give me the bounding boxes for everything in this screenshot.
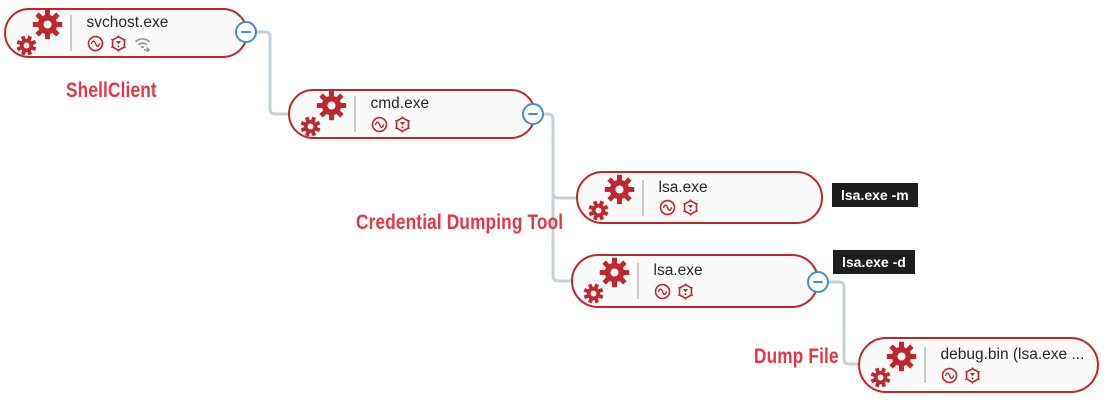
malware-hexagon-icon <box>394 115 410 133</box>
process-name: svchost.exe <box>86 14 169 31</box>
process-gears-icon <box>870 341 918 388</box>
collapse-button-cmd[interactable] <box>522 103 544 125</box>
malware-hexagon-icon <box>110 34 126 52</box>
node-divider <box>354 96 356 132</box>
node-divider <box>637 263 639 299</box>
gear-icon <box>32 9 63 40</box>
gear-icon <box>316 90 347 121</box>
gear-icon <box>604 174 635 204</box>
collapse-button-svchost[interactable] <box>235 21 257 43</box>
process-gears-icon <box>16 9 64 56</box>
commandline-badge-lsa-m: lsa.exe -m <box>832 183 918 207</box>
gear-icon <box>886 341 917 372</box>
process-name: cmd.exe <box>370 95 430 112</box>
annotation-credential-dumping-tool: Credential Dumping Tool <box>356 211 564 234</box>
edge-cmd-lsa-d <box>551 194 573 283</box>
process-name: lsa.exe <box>658 178 708 196</box>
gear-icon <box>16 35 37 56</box>
gear-icon <box>870 367 891 388</box>
node-divider <box>70 15 72 51</box>
process-node-svchost[interactable]: svchost.exe <box>4 8 248 58</box>
malware-hexagon-icon <box>964 366 980 384</box>
activity-pulse-icon <box>87 35 103 51</box>
process-gears-icon <box>588 174 636 220</box>
minus-icon <box>813 280 823 284</box>
activity-pulse-icon <box>371 116 387 132</box>
activity-pulse-icon <box>654 283 670 299</box>
collapse-button-lsa-d[interactable] <box>807 271 829 293</box>
process-gears-icon <box>300 90 348 137</box>
gear-icon <box>599 257 630 288</box>
process-gears-icon <box>583 257 631 304</box>
network-out-icon <box>134 37 150 52</box>
process-name: lsa.exe <box>653 262 703 279</box>
file-node-debug-bin[interactable]: debug.bin (lsa.exe ... <box>858 337 1099 393</box>
node-divider <box>924 347 926 383</box>
minus-icon <box>241 30 251 34</box>
process-node-cmd[interactable]: cmd.exe <box>288 89 536 139</box>
gear-icon <box>588 200 609 220</box>
commandline-badge-lsa-d: lsa.exe -d <box>833 250 915 274</box>
node-divider <box>642 179 644 216</box>
gear-icon <box>300 116 321 137</box>
malware-hexagon-icon <box>677 282 693 300</box>
annotation-shellclient: ShellClient <box>66 79 157 102</box>
file-name: debug.bin (lsa.exe ... <box>940 346 1085 363</box>
edge-cmd-lsa-m <box>539 112 578 200</box>
activity-pulse-icon <box>659 199 675 216</box>
minus-icon <box>528 112 538 116</box>
malware-hexagon-icon <box>682 199 698 216</box>
activity-pulse-icon <box>941 367 957 383</box>
edge-svchost-cmd <box>252 30 290 116</box>
gear-icon <box>583 283 604 304</box>
process-node-lsa-m[interactable]: lsa.exe <box>576 171 823 224</box>
process-node-lsa-d[interactable]: lsa.exe <box>571 254 819 308</box>
annotation-dump-file: Dump File <box>754 345 839 368</box>
